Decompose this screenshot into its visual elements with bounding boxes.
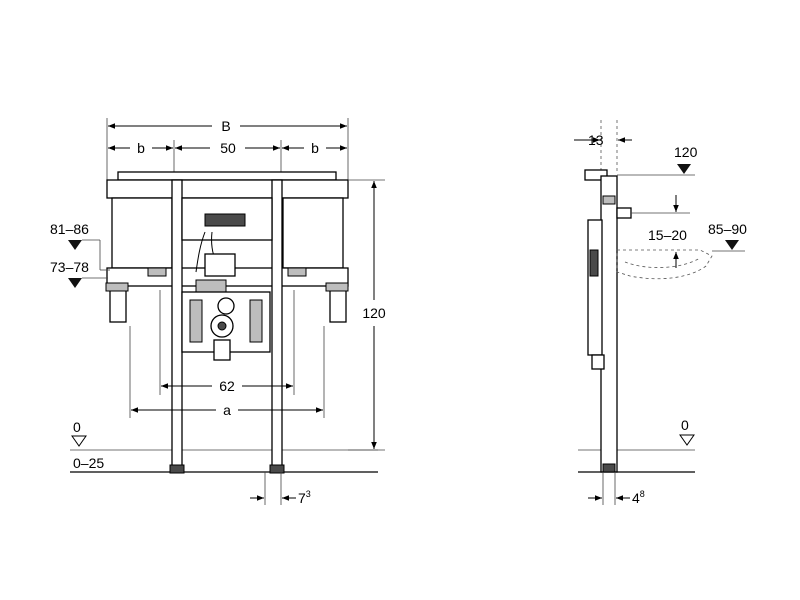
right-rail — [271, 179, 283, 473]
dim-rail-spacing-label: 62 — [219, 378, 235, 394]
side-floor-level-icon — [679, 434, 695, 446]
left-rail — [171, 179, 183, 473]
flush-valve — [217, 297, 235, 315]
side-bowl-height-label: 85–90 — [708, 221, 747, 237]
lower-level-marker-icon — [68, 278, 82, 288]
dim-side-left-label: b — [137, 140, 145, 156]
outlet-pipe — [213, 339, 231, 361]
dim-depth: 13 — [574, 120, 632, 172]
support-left — [189, 299, 203, 343]
front-floor-range-label: 0–25 — [73, 455, 104, 471]
side-foot — [602, 463, 616, 473]
left-mount-plate — [147, 267, 167, 277]
dim-foot-spacing-label: a — [223, 402, 231, 418]
left-foot — [169, 464, 185, 474]
hose-left — [195, 231, 206, 273]
side-clip-1 — [602, 195, 616, 205]
side-pipe-stub — [616, 207, 632, 219]
side-top-height-label: 120 — [674, 144, 698, 160]
side-cistern-valve — [589, 249, 599, 277]
side-outlet — [591, 354, 605, 370]
dim-total-width-label: B — [221, 118, 230, 134]
side-upright — [600, 175, 618, 473]
dim-foot-depth-label: 48 — [632, 489, 645, 506]
side-bowl-offset-label: 15–20 — [648, 227, 687, 243]
dim-foot-depth: 48 — [588, 472, 645, 506]
dim-side-right-label: b — [311, 140, 319, 156]
right-wing-panel — [282, 197, 344, 269]
connector-block — [195, 279, 227, 293]
valve-block — [204, 253, 236, 277]
flush-plate-slot — [204, 213, 246, 227]
support-right — [249, 299, 263, 343]
frame-top-plate — [117, 171, 337, 181]
side-bowl-inner — [624, 257, 701, 268]
drain-hole — [217, 321, 227, 331]
left-wing-panel — [111, 197, 173, 269]
dim-foot-spacing: a — [129, 326, 325, 418]
dim-grab-heights: 81–86 73–78 — [50, 221, 110, 288]
left-clamp — [105, 282, 129, 292]
dim-rail-spacing: 62 — [159, 290, 295, 395]
dim-total-width: B — [106, 118, 349, 180]
side-view: 13 120 15–20 85–90 0 — [574, 120, 747, 506]
dim-grab-upper-label: 81–86 — [50, 221, 89, 237]
front-floor-zero-label: 0 — [73, 419, 81, 435]
dim-grab-lower-label: 73–78 — [50, 259, 89, 275]
side-bowl-level-icon — [725, 240, 739, 250]
dim-foot-width: 73 — [250, 472, 311, 506]
side-top-level-icon — [677, 164, 691, 174]
frame-top-bar — [106, 179, 349, 199]
right-clamp — [325, 282, 349, 292]
side-top-bracket — [584, 169, 608, 181]
side-bowl-outline — [616, 249, 713, 280]
front-floor-level-icon — [71, 435, 87, 447]
dim-height-label: 120 — [362, 305, 386, 321]
right-mount-plate — [287, 267, 307, 277]
upper-level-marker-icon — [68, 240, 82, 250]
dim-segments-row: b 50 b — [108, 140, 347, 190]
side-cistern — [587, 219, 603, 356]
dim-center-label: 50 — [220, 140, 236, 156]
dim-height: 120 — [348, 179, 386, 451]
right-foot — [269, 464, 285, 474]
dim-foot-width-label: 73 — [298, 489, 311, 506]
front-view: B b 50 b — [50, 118, 386, 506]
dim-depth-label: 13 — [588, 132, 604, 148]
side-floor-zero-label: 0 — [681, 417, 689, 433]
